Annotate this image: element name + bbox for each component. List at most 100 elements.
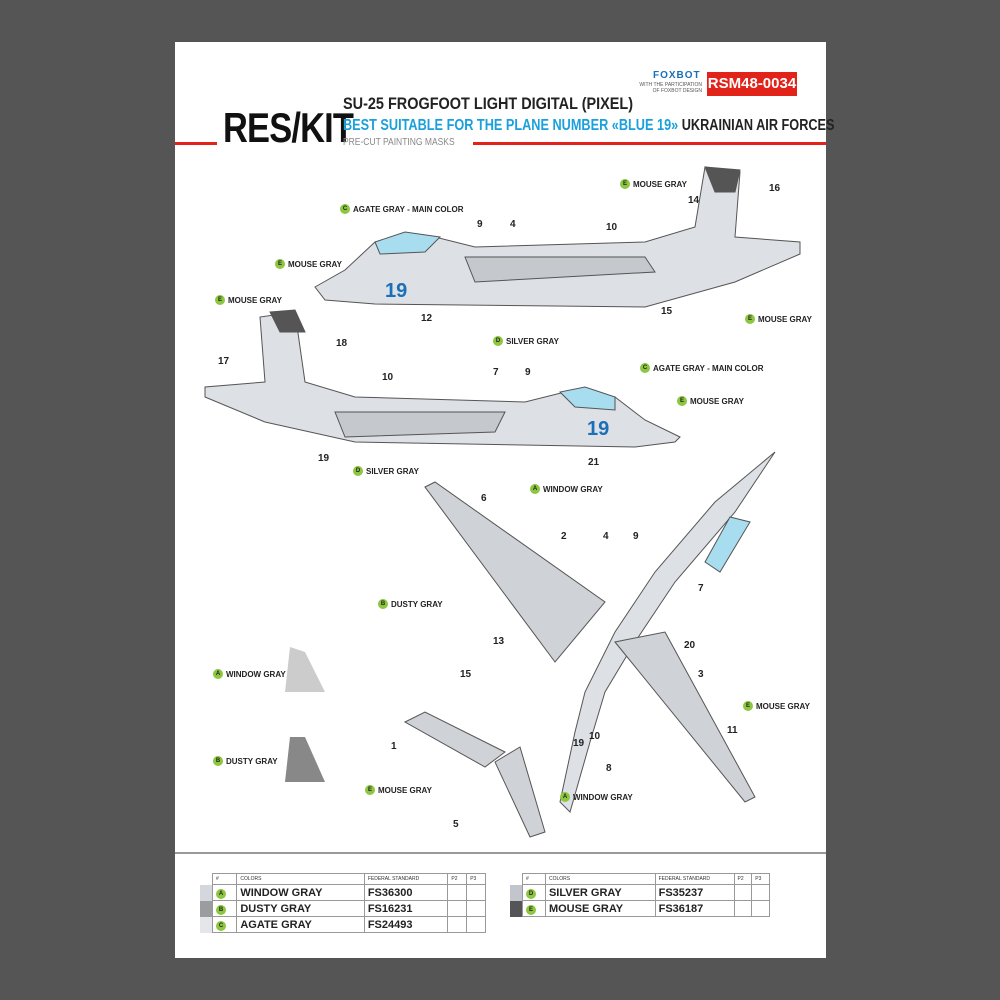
part-number: 15 [460, 669, 472, 680]
col-p3: P3 [751, 873, 770, 885]
subtitle-dark: UKRAINIAN AIR FORCES [681, 117, 835, 134]
partner-note: WITH THE PARTICIPATION OF FOXBOT DESIGN [639, 82, 702, 94]
color-letter-badge: E [365, 785, 375, 795]
callout-text: AGATE GRAY - MAIN COLOR [653, 363, 764, 373]
col-colors: COLORS [544, 873, 656, 885]
part-number: 18 [336, 338, 348, 349]
subtitle-blue: BEST SUITABLE FOR THE PLANE NUMBER «BLUE… [343, 117, 679, 134]
color-name: MOUSE GRAY [544, 900, 656, 917]
side-view-left [204, 309, 681, 448]
part-number: 12 [421, 313, 433, 324]
part-number: 9 [633, 531, 639, 542]
col-num: # [522, 873, 546, 885]
fs-code: FS24493 [363, 916, 449, 933]
subtitle: BEST SUITABLE FOR THE PLANE NUMBER «BLUE… [343, 117, 835, 135]
part-number: 10 [606, 222, 618, 233]
callout-text: MOUSE GRAY [228, 295, 282, 305]
part-number: 8 [606, 763, 612, 774]
part-number: 13 [493, 636, 505, 647]
color-letter-badge: A [530, 484, 540, 494]
part-number: 15 [661, 306, 673, 317]
callout-text: WINDOW GRAY [573, 792, 633, 802]
part-number: 7 [493, 367, 499, 378]
callout-text: SILVER GRAY [366, 466, 419, 476]
part-number: 10 [382, 372, 394, 383]
part-number: 4 [510, 219, 516, 230]
p2-cell [733, 900, 753, 917]
color-letter-badge: E [743, 701, 753, 711]
color-swatch [200, 900, 213, 917]
callout-text: MOUSE GRAY [756, 701, 810, 711]
reskit-logo: RES/KIT [223, 104, 354, 151]
color-letter-badge: C [216, 921, 226, 931]
page-title: SU-25 FROGFOOT LIGHT DIGITAL (PIXEL) [343, 94, 634, 113]
color-swatch [200, 916, 213, 933]
p2-cell [733, 884, 753, 901]
part-number: 9 [525, 367, 531, 378]
callout-text: MOUSE GRAY [378, 785, 432, 795]
color-letter-badge: E [215, 295, 225, 305]
color-letter-badge: E [275, 259, 285, 269]
color-letter-badge: C [640, 363, 650, 373]
p2-cell [447, 916, 468, 933]
color-letter-badge: B [213, 756, 223, 766]
color-letter-badge: E [677, 396, 687, 406]
col-p2: P2 [733, 873, 753, 885]
color-swatch [200, 884, 213, 901]
aircraft-number: 19 [587, 418, 609, 440]
part-number: 2 [561, 531, 567, 542]
divider [473, 142, 826, 145]
fs-code: FS16231 [363, 900, 449, 917]
p3-cell [751, 884, 770, 901]
p3-cell [466, 900, 486, 917]
color-name: DUSTY GRAY [236, 900, 365, 917]
top-view [403, 451, 776, 838]
part-number: 9 [477, 219, 483, 230]
color-letter-badge: D [353, 466, 363, 476]
col-fs: FEDERAL STANDARD [654, 873, 735, 885]
part-number: 14 [688, 195, 700, 206]
color-letter-badge: A [213, 669, 223, 679]
p3-cell [751, 900, 770, 917]
col-colors: COLORS [236, 873, 365, 885]
letter-cell: E [522, 900, 546, 917]
tagline: PRE-CUT PAINTING MASKS [343, 137, 455, 148]
callout-text: DUSTY GRAY [226, 756, 278, 766]
color-letter-badge: E [620, 179, 630, 189]
aircraft-drawings: 19 19 [204, 166, 801, 838]
callout-text: SILVER GRAY [506, 336, 559, 346]
col-p3: P3 [466, 873, 486, 885]
letter-cell: D [522, 884, 546, 901]
callout-text: DUSTY GRAY [391, 599, 443, 609]
mask-shapes [285, 647, 325, 782]
callout-text: WINDOW GRAY [226, 669, 286, 679]
part-number: 3 [698, 669, 704, 680]
color-letter-badge: D [493, 336, 503, 346]
color-letter-badge: A [216, 889, 226, 899]
callout-text: AGATE GRAY - MAIN COLOR [353, 204, 464, 214]
part-number: 11 [727, 725, 738, 736]
p3-cell [466, 884, 486, 901]
color-letter-badge: A [560, 792, 570, 802]
color-letter-badge: B [378, 599, 388, 609]
color-swatch [510, 884, 523, 901]
color-swatch [510, 900, 523, 917]
dusty-gray-mask [285, 737, 325, 782]
side-view-right [314, 166, 801, 308]
callout-text: MOUSE GRAY [758, 314, 812, 324]
